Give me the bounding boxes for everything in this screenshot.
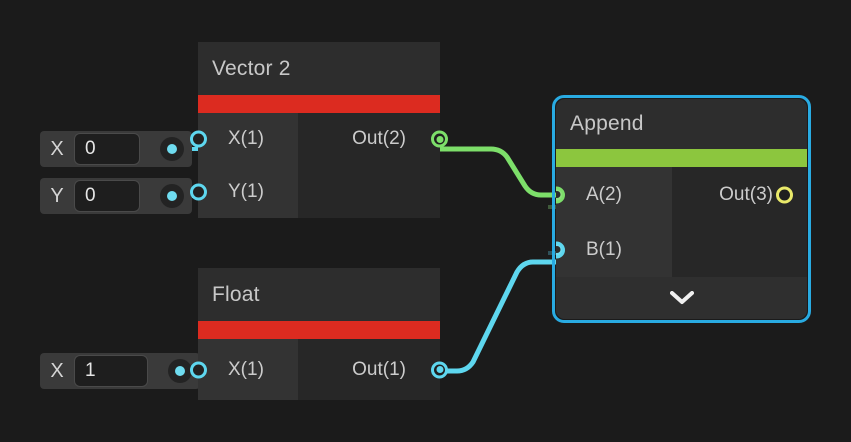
input-label: B(1) — [586, 238, 622, 260]
input-label: X(1) — [228, 128, 264, 149]
output-column: Out(1) — [298, 339, 448, 400]
input-column: X(1) — [190, 339, 298, 400]
output-column: Out(2) — [298, 113, 448, 218]
port-dot-icon[interactable] — [160, 184, 184, 208]
field-label: Y — [50, 184, 64, 207]
node-output-slot[interactable]: Out(1) — [298, 339, 448, 400]
input-label: A(2) — [586, 183, 622, 205]
port-dot-icon[interactable] — [160, 137, 184, 161]
node-title: Append — [570, 112, 644, 135]
output-port-icon[interactable] — [776, 186, 793, 203]
input-port-icon[interactable] — [190, 361, 207, 378]
output-port-icon[interactable] — [431, 130, 448, 148]
field-value-input[interactable]: 0 — [74, 180, 140, 212]
input-port-icon[interactable] — [556, 186, 565, 203]
input-label: Y(1) — [228, 180, 264, 202]
wire-float-out-to-append-b[interactable] — [417, 259, 559, 374]
port-dot-icon[interactable] — [168, 359, 192, 383]
input-port-icon[interactable] — [190, 130, 207, 148]
node-input-slot[interactable]: A(2) — [556, 167, 672, 222]
node-output-slot[interactable]: Out(2) — [298, 113, 448, 165]
input-port-icon[interactable] — [556, 241, 565, 258]
field-vector2-x[interactable]: X 0 — [40, 131, 192, 167]
field-label: X — [50, 137, 64, 160]
input-port-icon[interactable] — [190, 183, 207, 200]
output-column: Out(3) — [672, 167, 807, 277]
input-column: X(1) Y(1) — [190, 113, 298, 218]
node-input-slot[interactable]: Y(1) — [190, 165, 298, 218]
node-accent-bar — [556, 149, 807, 167]
vector2-node[interactable]: Vector 2 X(1) Y(1) Out(2) — [190, 42, 448, 218]
node-accent-bar — [198, 321, 440, 339]
node-input-slot[interactable]: B(1) — [556, 222, 672, 277]
append-node[interactable]: Append A(2) B(1) Out(3) — [556, 99, 807, 319]
field-value-input[interactable]: 1 — [74, 355, 148, 387]
field-float-x[interactable]: X 1 — [40, 353, 200, 389]
chevron-down-icon — [669, 291, 694, 304]
node-input-slot[interactable]: X(1) — [190, 339, 298, 400]
input-column: A(2) B(1) — [556, 167, 672, 277]
output-label: Out(1) — [352, 358, 406, 380]
field-vector2-y[interactable]: Y 0 — [40, 178, 192, 214]
float-node[interactable]: Float X(1) Out(1) — [190, 268, 448, 400]
node-title: Float — [212, 282, 260, 306]
node-title: Vector 2 — [212, 56, 291, 80]
wire-vector2-out-to-append-a[interactable] — [417, 146, 559, 198]
output-label: Out(3) — [719, 183, 773, 205]
output-label: Out(2) — [352, 128, 406, 149]
field-label: X — [50, 359, 64, 382]
node-expander-button[interactable] — [556, 277, 807, 319]
node-accent-bar — [198, 95, 440, 113]
field-value-input[interactable]: 0 — [74, 133, 140, 165]
output-port-icon[interactable] — [431, 361, 448, 378]
input-label: X(1) — [228, 358, 264, 380]
node-input-slot[interactable]: X(1) — [190, 113, 298, 165]
node-output-slot[interactable]: Out(3) — [672, 167, 807, 222]
